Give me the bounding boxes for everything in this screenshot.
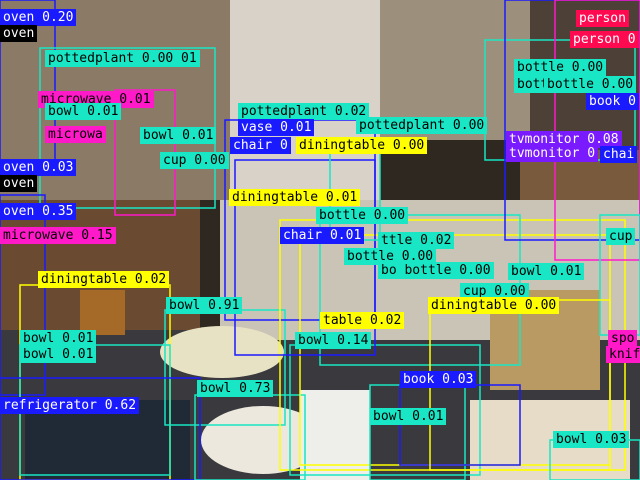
detection-label: chair 0: [230, 137, 291, 154]
detection-label: oven 0.20: [0, 9, 77, 26]
detection-label: table 0.02: [320, 312, 405, 329]
detection-label: bowl 0.01: [20, 330, 97, 347]
detection-label: microwave 0.15: [0, 227, 116, 244]
detection-label: bowl 0.03: [553, 431, 630, 448]
bounding-box: [554, 0, 640, 261]
detection-label: oven: [0, 25, 38, 42]
detection-label: bowl 0.01: [508, 263, 585, 280]
detection-label: tvmonitor 0: [506, 145, 599, 162]
detection-label: cup 0.00: [460, 283, 529, 300]
bounding-box: [504, 0, 640, 241]
detection-label: book 0.03: [400, 371, 477, 388]
detection-label: diningtable 0.00: [428, 297, 560, 314]
detection-label: spo: [608, 330, 638, 347]
bounding-box: [289, 344, 481, 476]
detection-label: cup: [606, 228, 636, 245]
detection-label: pottedplant 0.00 01: [45, 50, 200, 67]
detection-label: chai: [600, 146, 638, 163]
detection-label: chair 0.01: [280, 227, 365, 244]
detection-label: cup 0.00: [160, 152, 229, 169]
bounding-box: [0, 377, 201, 480]
detection-label: bowl 0.73: [197, 380, 274, 397]
detection-label: bowl 0.01: [140, 127, 217, 144]
detection-label: oven: [0, 175, 38, 192]
detection-label: bowl 0.01: [20, 346, 97, 363]
detection-label: oven 0.03: [0, 159, 77, 176]
detection-label: person: [576, 10, 629, 27]
detection-label: bowl 0.01: [370, 408, 447, 425]
detection-label: bo bottle 0.00: [378, 262, 494, 279]
detection-label: pottedplant 0.02: [238, 103, 370, 120]
detection-label: bowl 0.14: [295, 332, 372, 349]
detection-label: person 0: [570, 31, 639, 48]
detection-label: ttle 0.02: [378, 232, 455, 249]
detection-label: oven 0.35: [0, 203, 77, 220]
detection-label: diningtable 0.02: [38, 271, 170, 288]
detection-label: tvmonitor 0.08: [506, 131, 622, 148]
detection-label: pottedplant 0.00: [356, 117, 488, 134]
detection-label: diningtable 0.00: [296, 137, 428, 154]
detection-label: bowl 0.91: [166, 297, 243, 314]
detection-label: refrigerator 0.62: [0, 397, 140, 414]
detection-label: bowl 0.01: [45, 103, 122, 120]
detection-label: bottle 0.00: [544, 76, 637, 93]
detection-label: bottle 0.00: [514, 59, 607, 76]
detection-label: bottle 0.00: [344, 248, 437, 265]
detection-label: vase 0.01: [238, 119, 315, 136]
detection-label: bottle 0.00: [316, 207, 409, 224]
detection-label: book 0: [586, 93, 639, 110]
detection-label: diningtable 0.01: [229, 189, 361, 206]
bounding-box: [0, 194, 46, 396]
detection-label: microwa: [45, 126, 106, 143]
detection-label: knife: [606, 346, 640, 363]
